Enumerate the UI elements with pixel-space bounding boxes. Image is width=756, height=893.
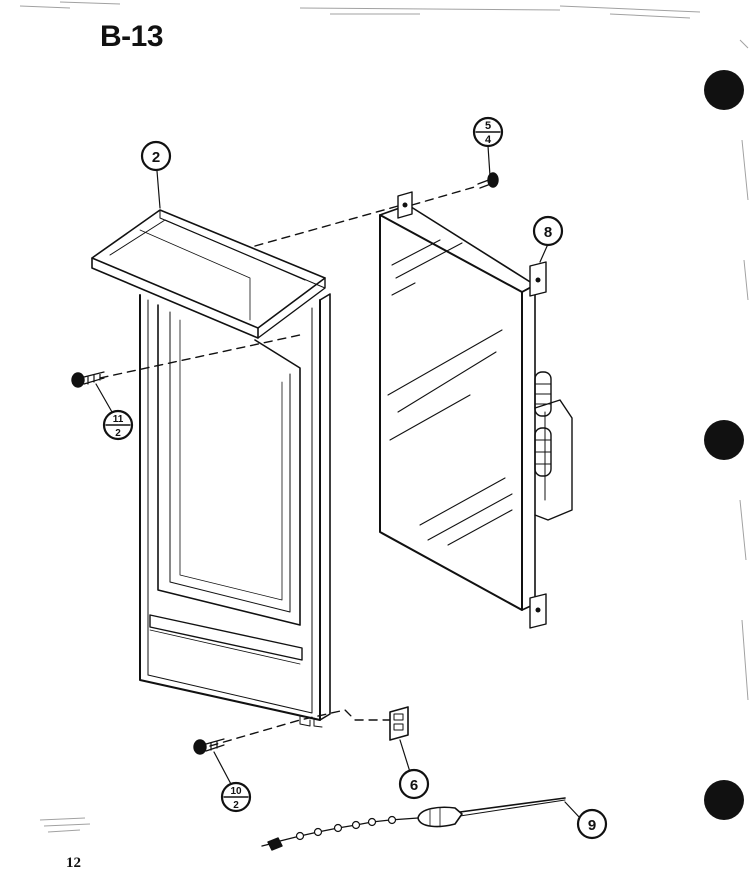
assembly-leader-lines [99,185,479,747]
svg-text:2: 2 [233,800,239,811]
callout-leaders [95,145,581,819]
liner-panel [379,191,573,629]
callout-hinge-bracket: 6 [398,768,430,800]
callout-door-frame: 2 [140,140,172,172]
svg-text:4: 4 [485,134,492,146]
page-number: 12 [66,855,81,871]
door-tool [261,797,566,851]
svg-text:11: 11 [113,414,124,425]
scan-noise [19,1,749,833]
screw-bottom [193,738,225,755]
door-frame [91,209,331,728]
callout-liner-panel: 8 [532,215,564,247]
screw-top-right [477,172,499,189]
svg-text:9: 9 [588,817,596,834]
callout-screw-top-right: 5 4 [472,116,504,148]
callout-screw-left: 11 2 [102,409,134,441]
svg-text:5: 5 [485,120,491,132]
svg-text:10: 10 [230,786,242,797]
binder-holes [704,70,744,820]
hinge-bracket [389,706,409,741]
svg-text:8: 8 [544,224,552,241]
callout-door-tool: 9 [576,808,608,840]
svg-text:2: 2 [152,149,160,166]
screw-left [71,371,105,388]
page-code: B-13 [100,20,164,53]
svg-text:6: 6 [410,777,418,794]
callout-screw-bottom: 10 2 [220,781,252,813]
svg-text:2: 2 [115,428,121,439]
